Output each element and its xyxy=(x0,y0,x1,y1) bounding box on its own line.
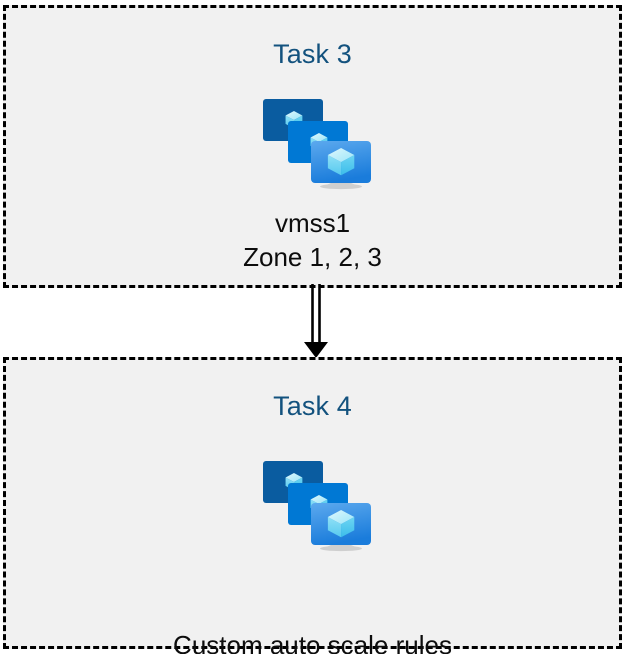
task-4-icon-container xyxy=(6,453,619,553)
task-3-caption: vmss1 Zone 1, 2, 3 xyxy=(6,206,619,274)
task-4-title: Task 4 xyxy=(273,391,352,421)
task-3-caption-line-2: Zone 1, 2, 3 xyxy=(243,242,382,272)
task-box-4[interactable]: Task 4 xyxy=(3,357,622,654)
task-3-caption-line-1: vmss1 xyxy=(274,208,351,238)
task-box-3[interactable]: Task 3 xyxy=(3,5,622,288)
task-4-caption-line-1: Custom auto scale rules xyxy=(173,630,452,654)
task-3-icon-container xyxy=(6,91,619,191)
task-3-title: Task 3 xyxy=(273,39,352,69)
connector-arrow-task3-to-task4 xyxy=(304,284,328,358)
vm-scale-set-icon xyxy=(262,99,371,190)
vm-scale-set-icon xyxy=(262,461,371,552)
task-4-caption: Custom auto scale rules xyxy=(6,628,619,654)
